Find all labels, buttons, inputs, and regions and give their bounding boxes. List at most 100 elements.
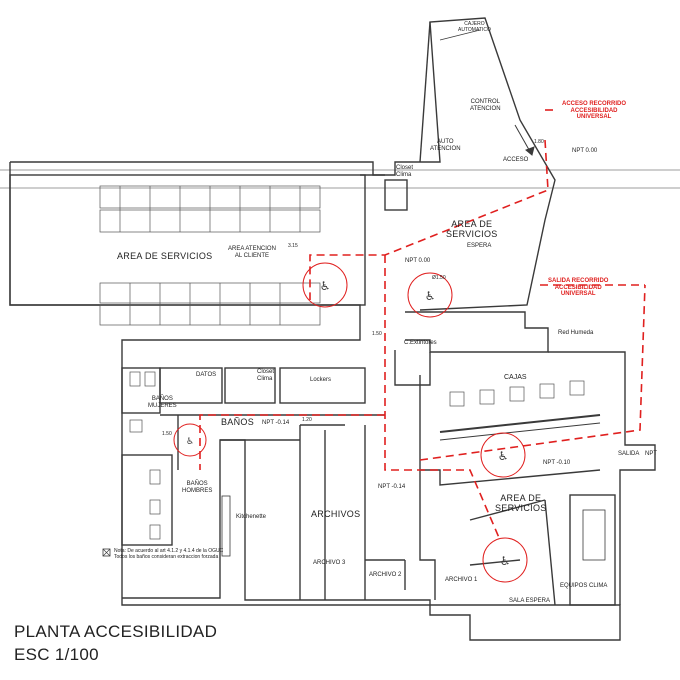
turning-circle [407,272,453,318]
salida-recorrido-label: SALIDA RECORRIDO ACCESIBILIDAD UNIVERSAL [548,278,608,298]
banos-hombres-room [121,454,173,546]
route-segment-exit [419,284,646,461]
control-atencion-label: CONTROL ATENCION [470,99,501,112]
auto-atencion-line1: AUTO [437,139,454,145]
turning-circles [173,262,528,583]
wall-segment [419,470,436,600]
cajero-line2: AUTOMATICO [458,26,491,33]
level-npt-m014-a: NPT -0.14 [262,420,290,426]
closet-clima-mid-room [224,367,276,404]
outer-wall-left [9,162,621,641]
area-servicios-espera-line2: SERVICIOS [446,228,498,239]
area-servicios-boundary [9,174,366,306]
dimension-label: Ø1.50 [432,275,446,281]
accessible-route [199,109,646,541]
cajas-label: CAJAS [504,374,527,381]
workstations [99,185,585,540]
area-atencion-line1: AREA ATENCION [228,246,276,252]
closet-clima-top-line2: Clima [396,171,412,178]
equipos-clima-room [569,494,616,606]
banos-mujeres-room [121,367,161,414]
banos-mujeres-line1: BAÑOS [151,396,173,402]
equipos-clima-label: EQUIPOS CLIMA [560,583,608,589]
lockers-label: Lockers [310,377,332,383]
c-extintores-label: C.Extintores [404,340,437,346]
arrow-head [525,146,535,156]
dimension-label: 1.50 [162,431,172,437]
cajas-counter [439,414,601,433]
archivo2-label: ARCHIVO 2 [369,572,402,578]
area-atencion-label: AREA ATENCION AL CLIENTE [228,246,276,259]
wall-segment [394,350,431,386]
route-segment-banos [199,414,385,470]
acceso-recorrido-line2: ACCESIBILIDAD [570,107,618,114]
salida-recorrido-line3: UNIVERSAL [560,291,596,298]
dimension-label: 1.80 [534,139,544,145]
level-npt-m010: NPT -0.10 [543,460,571,466]
auto-atencion-label: AUTO ATENCION [430,139,461,152]
datos-label: DATOS [196,372,217,378]
lockers-room [279,367,366,404]
dimension-label: 1.20 [302,417,312,423]
banos-hombres-label: BAÑOS HOMBRES [182,481,212,494]
archivo3-label: ARCHIVO 3 [313,560,346,566]
turning-circle [173,423,207,457]
area-atencion-line2: AL CLIENTE [234,252,270,259]
closet-clima-mid-label: Closet Clima [257,369,274,382]
area-servicios-espera-line1: AREA DE [451,219,493,229]
workstation-row-top [99,185,321,233]
wheelchair-icon: ♿ [320,279,331,293]
level-npt-000-mid: NPT 0.00 [405,258,431,264]
closet-clima-mid-line2: Clima [257,375,273,382]
drawing-scale: ESC 1/100 [14,645,99,664]
cajas-counter [439,422,601,441]
note-icon [102,548,111,557]
area-servicios-lower-line1: AREA DE [500,493,542,503]
equipment-block [582,509,606,561]
outer-wall-entrance [10,17,556,311]
level-npt-000-top: NPT 0.00 [572,148,598,154]
turning-circle [482,537,528,583]
cajero-line1: CAJERO [464,21,485,27]
walls [0,17,680,641]
closet-clima-mid-line1: Closet [257,369,275,375]
level-npt-right: NPT [645,451,657,457]
workstation-row-bottom [99,282,321,326]
wall-segment [544,499,556,606]
wall-segment [419,375,601,486]
route-segment-main [384,255,501,541]
wheelchair-icon: ♿ [498,449,509,463]
wall-segment [469,499,546,521]
acceso-label: ACCESO [503,157,529,163]
ventilation-note-line1: Nota: De acuerdo al art 4.1.2 y 4.1.4 de… [114,548,224,554]
area-servicios-lower-label: AREA DE SERVICIOS [495,493,547,514]
wheelchair-icon: ♿ [186,437,194,447]
control-atencion-line2: ATENCION [470,105,501,112]
closet-clima-top-room [384,179,408,211]
area-servicios-main-label: AREA DE SERVICIOS [117,251,213,261]
area-servicios-lower-line2: SERVICIOS [495,502,547,513]
toilet-fixtures [129,371,161,540]
area-servicios-espera-label: AREA DE SERVICIOS [446,219,498,240]
banos-label: BAÑOS [221,417,255,427]
salida-recorrido-line2: ACCESIBILIDAD [554,284,602,291]
salida-recorrido-line1: SALIDA RECORRIDO [548,278,609,284]
archivos-label: ARCHIVOS [311,509,361,519]
wall-segment [439,29,481,41]
wheelchair-icon: ♿ [425,289,436,303]
closet-clima-top-line1: Closet [396,165,414,171]
ventilation-note-line2: Todos los baños consideran extraccion fo… [114,553,219,560]
drawing-title: PLANTA ACCESIBILIDAD [14,622,218,641]
espera-label: ESPERA [467,243,492,249]
closet-clima-top-label: Closet Clima [396,165,413,178]
archivo1-label: ARCHIVO 1 [445,577,478,583]
turning-circle [480,432,526,478]
auto-atencion-line2: ATENCION [430,145,461,152]
banos-hombres-line1: BAÑOS [186,481,208,487]
turning-circle [302,262,348,308]
banos-hombres-line2: HOMBRES [182,487,213,494]
ventilation-note: Nota: De acuerdo al art 4.1.2 y 4.1.4 de… [114,548,224,560]
wheelchair-icon: ♿ [500,554,511,568]
cajero-label: CAJERO AUTOMATICO [458,21,491,33]
